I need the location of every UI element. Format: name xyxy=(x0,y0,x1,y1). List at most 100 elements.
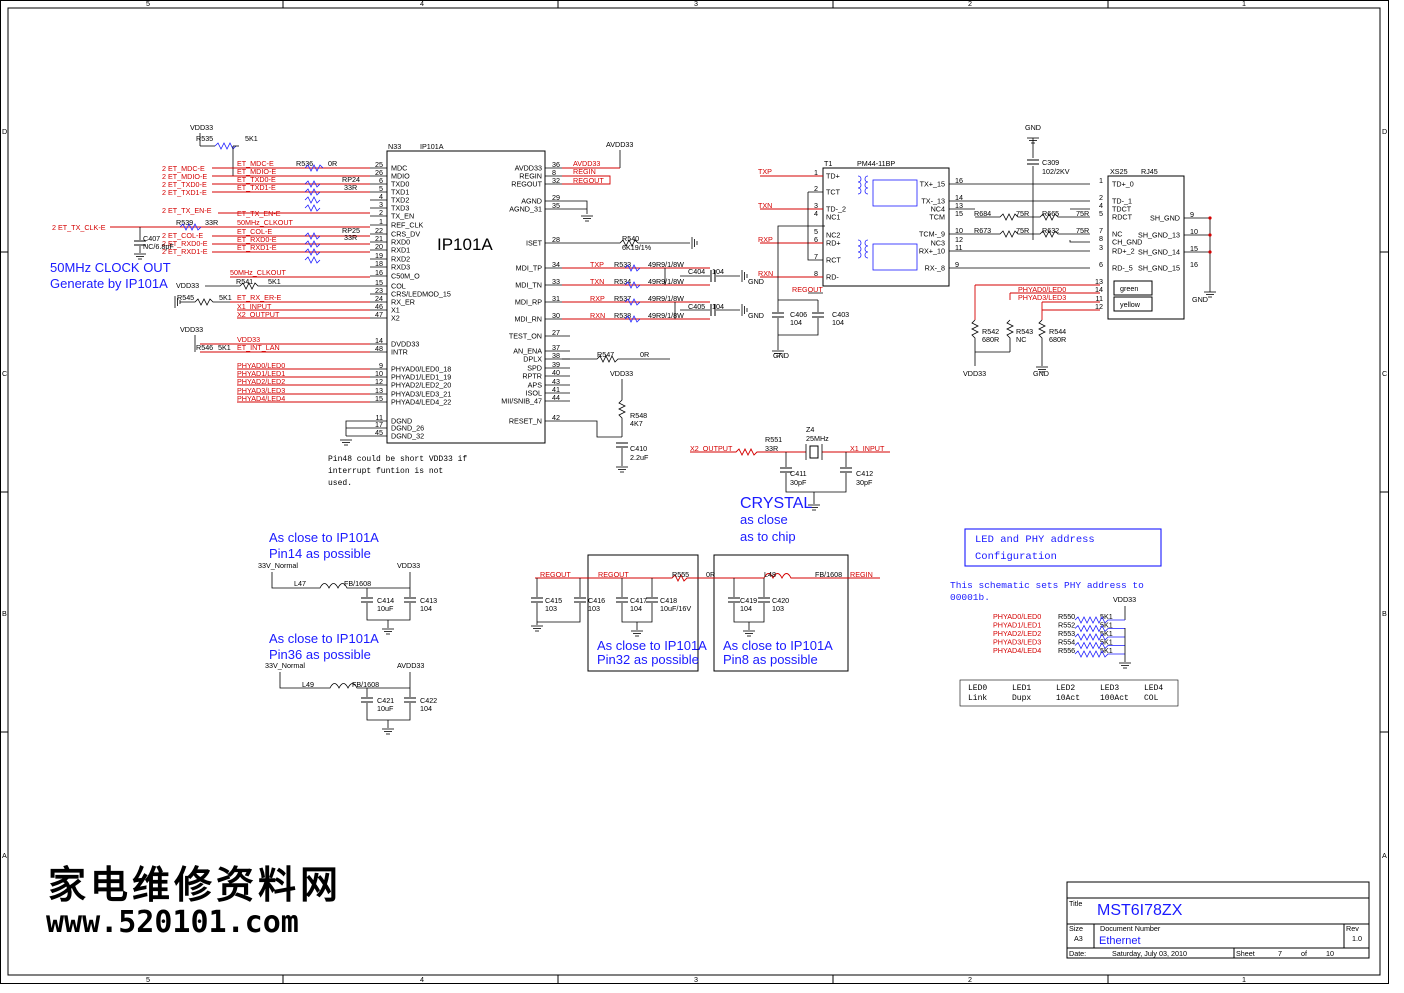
chip-left-pin-name: REF_CLK xyxy=(391,221,424,230)
l49-ref: L49 xyxy=(302,680,314,689)
led-table-header: LED1 xyxy=(1012,684,1031,693)
regulator-decoupling: REGOUT REGOUT REGIN R555 0R L48 FB/1608 … xyxy=(530,554,880,672)
xfmr-left-pin-number: 7 xyxy=(814,252,818,261)
xfmr-right-pin-name: TX-_13 xyxy=(921,197,945,206)
chip-left-pin-name: MDC xyxy=(391,164,407,173)
r673-ref: R673 xyxy=(974,226,991,235)
chip-right-pin-number: 36 xyxy=(552,160,560,169)
net-avdd-right: AVDD33 xyxy=(573,159,600,168)
chip-left-pin-name: PHYAD4/LED4_22 xyxy=(391,398,451,407)
r543-ref: R543 xyxy=(1016,327,1033,336)
z4-ref: Z4 xyxy=(806,425,814,434)
chip-right-pin-number: 8 xyxy=(552,168,556,177)
chip-left-pin-number: 48 xyxy=(375,344,383,353)
chip-left-pin-name: COL xyxy=(391,282,406,291)
net-txclk-port: 2 ET_TX_CLK-E xyxy=(52,223,106,232)
chip-right-pin-number: 44 xyxy=(552,393,560,402)
rj45-shield-number: 10 xyxy=(1190,227,1198,236)
r665-ref: R665 xyxy=(1042,209,1059,218)
led-table-cells: LED0LinkLED1DupxLED210ActLED3100ActLED4C… xyxy=(968,684,1163,703)
crystal-body xyxy=(809,445,819,459)
c421-ref: C421 xyxy=(377,696,394,705)
r684-ref: R684 xyxy=(974,209,991,218)
chip-left-pin-name: RXD2 xyxy=(391,255,410,264)
power-filter-pin14: As close to IP101A Pin14 as possible 33V… xyxy=(258,530,437,635)
xfmr-left-pin-number: 1 xyxy=(814,168,818,177)
chip-left-pin-number: 14 xyxy=(375,336,383,345)
rj45-pin-number: 7 xyxy=(1099,226,1103,235)
pin14-input: 33V_Normal xyxy=(258,561,298,570)
frame-row-d-right: D xyxy=(1382,127,1387,136)
chip-right-pin-number: 32 xyxy=(552,176,560,185)
net-rxd1-port: 2 ET_RXD1-E xyxy=(162,247,208,256)
reg-cap-value: 104 xyxy=(740,604,752,613)
rj45-left-pins: TD+_01TD-_12TDCT4RDCT5NC7CH_GND8RD+_23RD… xyxy=(1095,176,1142,311)
xfmr-right-pin-number: 14 xyxy=(955,193,963,202)
rj45-pin-number: 5 xyxy=(1099,209,1103,218)
reg-cap-ref: C420 xyxy=(772,596,789,605)
r632-ref: R632 xyxy=(1042,226,1059,235)
reg-cap-value: 103 xyxy=(545,604,557,613)
chip-right-pin-number: 39 xyxy=(552,360,560,369)
c413-value: 104 xyxy=(420,604,432,613)
chip-right-pin-number: 29 xyxy=(552,193,560,202)
r535-value: 5K1 xyxy=(245,134,258,143)
chip-right-pin-name: AVDD33 xyxy=(515,164,542,173)
r555-value: 0R xyxy=(706,570,715,579)
net-txen: ET_TX_EN-E xyxy=(237,209,281,218)
gnd-c405: GND xyxy=(748,311,764,320)
chip-right-pin-number: 35 xyxy=(552,201,560,210)
net-txd0: ET_TXD0-E xyxy=(237,175,276,184)
net-rxp: RXP xyxy=(590,294,605,303)
c412-ref: C412 xyxy=(856,469,873,478)
r545-ref: R545 xyxy=(177,293,194,302)
size-label: Size xyxy=(1069,924,1083,933)
chip-right-pin-name: REGIN xyxy=(519,172,542,181)
led-table-value: 10Act xyxy=(1056,694,1080,703)
xfmr-left-pin-name: NC2 xyxy=(826,231,840,240)
chip-left-pin-number: 13 xyxy=(375,386,383,395)
frame-col-1: 1 xyxy=(1242,0,1246,8)
reg-cap-ref: C416 xyxy=(588,596,605,605)
r542-value: 680R xyxy=(982,335,999,344)
r541-ref: R541 xyxy=(236,277,253,286)
chip-left-pin-number: 24 xyxy=(375,294,383,303)
chip-left-pin-name: C50M_O xyxy=(391,272,420,281)
r555-ref: R555 xyxy=(672,570,689,579)
chip-left-pin-number: 22 xyxy=(375,226,383,235)
pin14-note-line1: As close to IP101A xyxy=(269,530,379,545)
chip-right-pin-number: 38 xyxy=(552,351,560,360)
net-col: ET_COL-E xyxy=(237,227,272,236)
xfmr-right-pin-number: 16 xyxy=(955,176,963,185)
rp24-ref: RP24 xyxy=(342,175,360,184)
net-rxd1: ET_RXD1-E xyxy=(237,243,277,252)
xfmr-net-rxn: RXN xyxy=(758,269,773,278)
r546-ref: R546 xyxy=(196,343,213,352)
pin36-note-line2: Pin36 as possible xyxy=(269,647,371,662)
chip-left-pin-number: 20 xyxy=(375,242,383,251)
chip-left-pin-name: RXD3 xyxy=(391,263,410,272)
chip-left-pin-name: DGND_26 xyxy=(391,424,424,433)
frame-col-2-bottom: 2 xyxy=(968,975,972,984)
r534-ref: R534 xyxy=(614,277,631,286)
rj45-shield-name: SH_GND_14 xyxy=(1138,248,1180,257)
frame-row-d: D xyxy=(2,127,7,136)
l48-value: FB/1608 xyxy=(815,570,842,579)
net-mdc: ET_MDC-E xyxy=(237,159,274,168)
chip-right-pin-number: 42 xyxy=(552,413,560,422)
chip-right-pin-name: APS xyxy=(528,381,543,390)
led-table-value: Dupx xyxy=(1012,694,1031,703)
watermark: 家电维修资料网 www.520101.com xyxy=(46,862,338,940)
chip-right-pin-name: ISET xyxy=(526,239,543,248)
c414-value: 10uF xyxy=(377,604,394,613)
pin14-output: VDD33 xyxy=(397,561,420,570)
t1-part: PM44-11BP xyxy=(857,159,895,168)
net-txp: TXP xyxy=(590,260,604,269)
r539-ref: R539 xyxy=(176,218,193,227)
sheet-label: Sheet xyxy=(1236,949,1255,958)
chip-right-pin-number: 27 xyxy=(552,328,560,337)
c403-value: 104 xyxy=(832,318,844,327)
chip-right-pin-number: 34 xyxy=(552,260,560,269)
r665-value: 75R xyxy=(1076,209,1089,218)
chip-left-pin-number: 16 xyxy=(375,268,383,277)
